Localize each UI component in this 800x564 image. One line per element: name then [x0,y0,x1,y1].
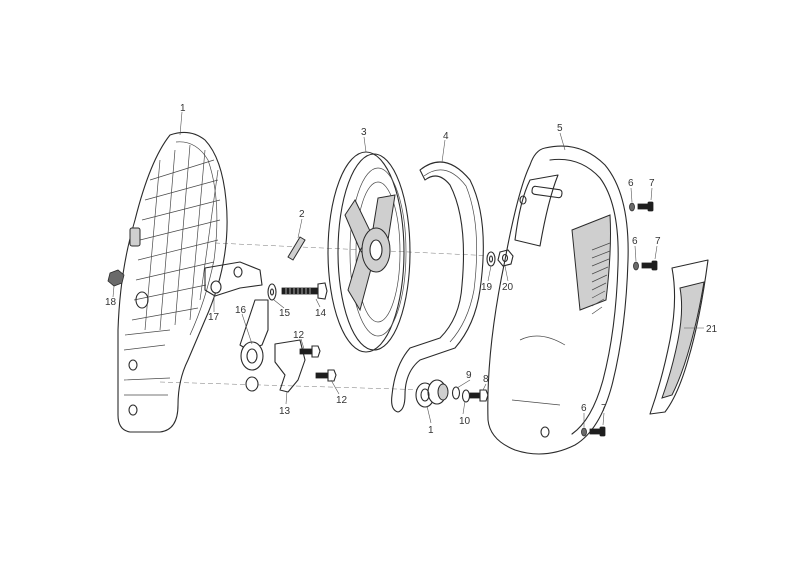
label-part-13: 13 [279,406,291,417]
part-4-belt [391,161,484,413]
part-idler-pulley [415,379,449,408]
label-part-6-middle: 6 [632,236,638,247]
part-10-spacer [461,389,471,403]
label-part-6-bottom: 6 [581,403,587,414]
part-21-decal-panel [649,259,709,415]
plate-grid-ribs [131,144,221,331]
part-13-bracket-plate [274,339,306,393]
label-part-4: 4 [443,131,449,142]
label-part-18: 18 [105,297,117,308]
part-8-bolt [469,389,489,402]
label-part-7-top: 7 [649,178,655,189]
label-part-2: 2 [299,209,305,220]
part-7-screw-top [637,201,654,212]
part-1-back-plate [117,131,228,433]
part-5-belt-cover [487,145,629,455]
label-part-idler: 1 [428,425,434,436]
part-6-washer-top [629,202,635,212]
label-part-7-middle: 7 [655,236,661,247]
label-part-21: 21 [706,324,718,335]
label-part-15: 15 [279,308,291,319]
label-part-19: 19 [481,282,493,293]
part-number-labels: 1 2 3 4 5 6 7 6 7 6 7 8 9 10 1 12 12 13 … [105,103,718,436]
part-12-bolt-lower [315,369,337,382]
part-12-bolt-upper [299,345,321,358]
label-part-12-upper: 12 [293,330,305,341]
part-15-washer [267,283,277,301]
part-9-washer [451,386,461,400]
label-part-8: 8 [483,374,489,385]
alignment-lines [159,242,496,391]
label-part-12-lower: 12 [336,395,348,406]
label-part-9: 9 [466,370,472,381]
part-18-nut [107,269,125,287]
part-7-screw-middle [641,260,658,271]
label-part-17: 17 [208,312,220,323]
leader-lines [112,111,704,427]
label-part-20: 20 [502,282,514,293]
part-6-washer-bottom [581,427,587,437]
label-part-3: 3 [361,127,367,138]
label-part-1: 1 [180,103,186,114]
label-part-16: 16 [235,305,247,316]
label-part-6-top: 6 [628,178,634,189]
part-16-tensioner-arm [239,299,269,392]
part-3-pulley-wheel [327,151,411,353]
label-part-5: 5 [557,123,563,134]
label-part-10: 10 [459,416,471,427]
part-6-washer-middle [633,261,639,271]
label-part-7-bottom: 7 [601,403,607,414]
part-17-bracket [204,261,263,297]
cover-vent-slots [591,242,611,315]
part-7-screw-bottom [589,426,606,437]
part-19-washer [486,251,496,267]
part-2-pin [287,236,306,261]
part-14-bolt [281,282,328,300]
label-part-14: 14 [315,308,327,319]
